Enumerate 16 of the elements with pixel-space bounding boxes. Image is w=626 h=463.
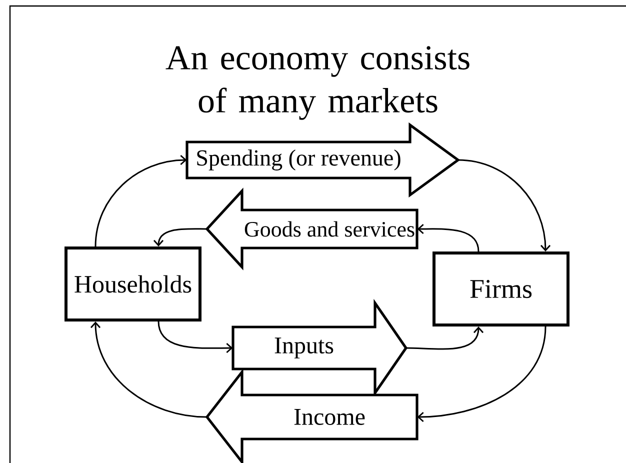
- arrow: [90, 322, 207, 418]
- process-box: Households: [64, 246, 202, 322]
- title: An economy consists of many markets: [166, 46, 470, 120]
- arrow-shaped-box: Goods and services: [205, 188, 418, 270]
- arrow: [158, 321, 233, 354]
- arrow-shaped-box: Inputs: [232, 298, 408, 398]
- arrow: [417, 224, 480, 252]
- node-label: Income: [294, 409, 365, 425]
- process-box: Firms: [432, 252, 570, 326]
- arrow: [406, 326, 484, 350]
- arrow: [94, 154, 187, 247]
- arrow: [417, 326, 546, 422]
- arrow: [153, 228, 207, 246]
- arrow-shaped-box: Spending (or revenue): [186, 122, 460, 198]
- arrow-shaped-box: Income: [205, 368, 418, 463]
- arrow: [458, 159, 551, 252]
